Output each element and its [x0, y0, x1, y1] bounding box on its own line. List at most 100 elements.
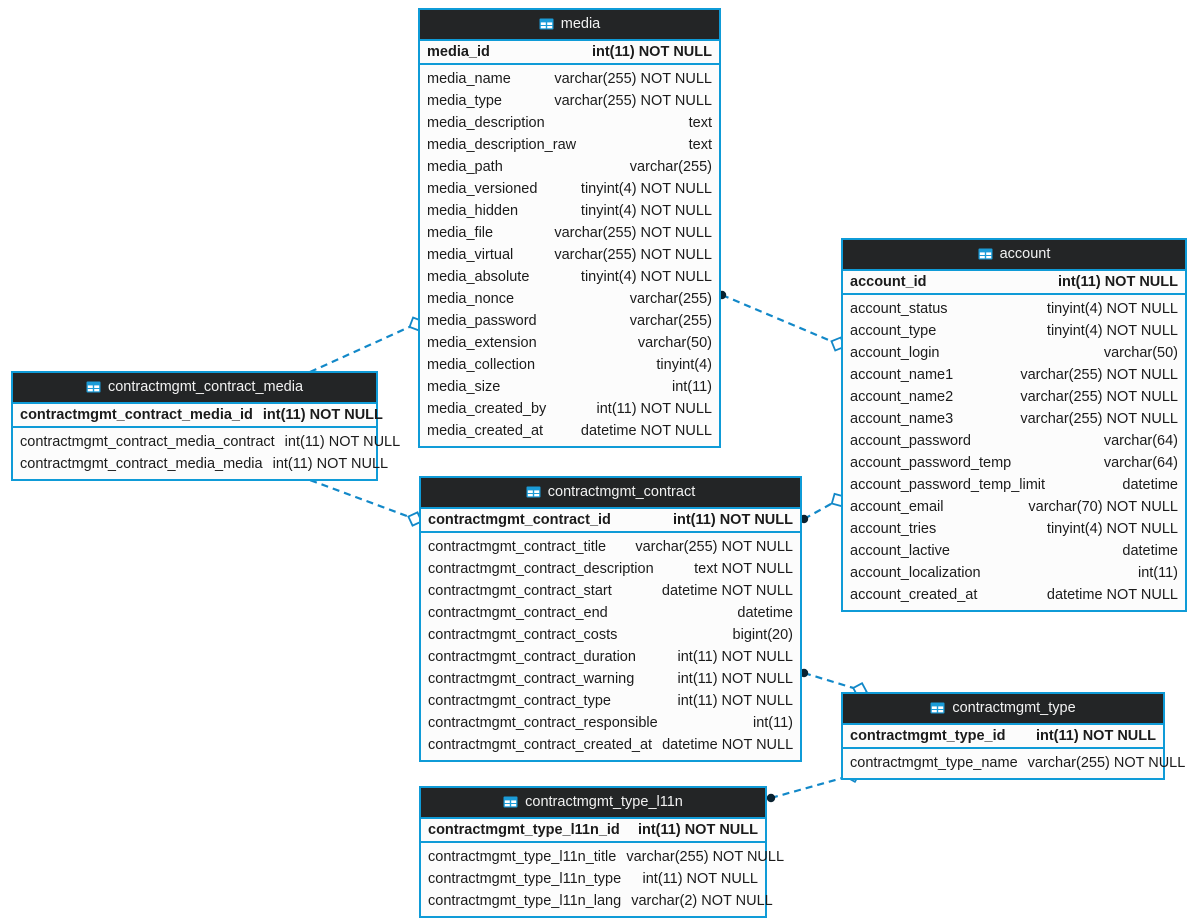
field-name: media_id [427, 44, 490, 60]
field-type: int(11) NOT NULL [596, 401, 713, 417]
field-name: account_name1 [850, 367, 954, 383]
field-name: contractmgmt_contract_duration [428, 649, 636, 665]
field-name: account_name2 [850, 389, 954, 405]
entity-header-account: account [843, 240, 1185, 269]
entity-title: media [560, 16, 601, 32]
field-name: contractmgmt_contract_created_at [428, 737, 653, 753]
entity-contractmgmt-type-l11n[interactable]: contractmgmt_type_l11n contractmgmt_type… [419, 786, 784, 918]
field-name: media_created_at [427, 423, 544, 439]
entity-contractmgmt-type[interactable]: contractmgmt_type contractmgmt_type_id i… [841, 692, 1185, 780]
field-type: tinyint(4) NOT NULL [580, 203, 712, 219]
field-type: datetime NOT NULL [661, 583, 793, 599]
field-type: datetime NOT NULL [1046, 587, 1178, 603]
field-type: tinyint(4) [656, 357, 712, 373]
field-name: contractmgmt_contract_responsible [428, 715, 658, 731]
field-type: bigint(20) [732, 627, 793, 643]
field-type: varchar(255) [629, 159, 712, 175]
field-row: contractmgmt_contract_costs bigint(20) [421, 624, 800, 646]
field-name: account_password [850, 433, 971, 449]
field-type: int(11) [671, 379, 712, 395]
field-name: contractmgmt_contract_media_contract [20, 434, 275, 450]
field-type: varchar(255) [629, 291, 712, 307]
field-type: varchar(64) [1103, 433, 1178, 449]
field-type: varchar(255) NOT NULL [1020, 367, 1178, 383]
primary-key-row: contractmgmt_type_id int(11) NOT NULL [843, 723, 1163, 749]
field-name: media_collection [427, 357, 536, 373]
entity-title: contractmgmt_type_l11n [525, 794, 683, 810]
field-name: contractmgmt_contract_description [428, 561, 654, 577]
field-type: varchar(50) [1103, 345, 1178, 361]
primary-key-row: media_id int(11) NOT NULL [420, 39, 719, 65]
field-row: contractmgmt_contract_media_media int(11)… [13, 453, 388, 475]
table-icon [503, 796, 518, 808]
field-row: account_localization int(11) [843, 562, 1185, 584]
field-name: account_created_at [850, 587, 978, 603]
relationship-media-to-account [717, 290, 846, 352]
field-name: media_hidden [427, 203, 519, 219]
field-type: int(11) NOT NULL [1057, 274, 1178, 290]
field-type: datetime [1122, 543, 1178, 559]
entity-header-contractmgmt-type: contractmgmt_type [843, 694, 1163, 723]
field-name: media_type [427, 93, 502, 109]
field-row: account_password varchar(64) [843, 430, 1185, 452]
field-row: contractmgmt_contract_duration int(11) NO… [421, 646, 800, 668]
field-row: media_type varchar(255) NOT NULL [420, 90, 719, 112]
field-name: contractmgmt_type_l11n_title [428, 849, 617, 865]
field-name: contractmgmt_contract_warning [428, 671, 635, 687]
field-name: contractmgmt_contract_end [428, 605, 608, 621]
table-icon [86, 381, 101, 393]
field-name: media_description [427, 115, 545, 131]
field-type: text [688, 137, 712, 153]
field-type: varchar(70) NOT NULL [1028, 499, 1178, 515]
field-name: media_password [427, 313, 537, 329]
entity-title: contractmgmt_type [952, 700, 1076, 716]
entity-title: contractmgmt_contract_media [107, 379, 304, 395]
field-type: datetime [737, 605, 793, 621]
entity-media[interactable]: media media_id int(11) NOT NULL media_na… [418, 8, 721, 448]
field-name: contractmgmt_type_l11n_lang [428, 893, 622, 909]
primary-key-row: contractmgmt_contract_id int(11) NOT NUL… [421, 507, 800, 533]
entity-contractmgmt-contract-media[interactable]: contractmgmt_contract_media contractmgmt… [11, 371, 400, 481]
field-name: account_localization [850, 565, 981, 581]
field-type: int(11) NOT NULL [272, 456, 389, 472]
field-name: account_password_temp [850, 455, 1012, 471]
field-name: contractmgmt_contract_costs [428, 627, 618, 643]
field-row: media_collection tinyint(4) [420, 354, 719, 376]
field-name: contractmgmt_contract_start [428, 583, 612, 599]
field-name: media_versioned [427, 181, 538, 197]
entity-header-media: media [420, 10, 719, 39]
field-name: media_path [427, 159, 503, 175]
entity-contractmgmt-contract[interactable]: contractmgmt_contract contractmgmt_contr… [419, 476, 802, 762]
field-row: contractmgmt_contract_start datetime NOT … [421, 580, 800, 602]
field-type: varchar(255) NOT NULL [554, 93, 712, 109]
field-name: contractmgmt_contract_media_media [20, 456, 263, 472]
field-type: int(11) NOT NULL [677, 649, 794, 665]
field-type: varchar(64) [1103, 455, 1178, 471]
entity-account[interactable]: account account_id int(11) NOT NULL acco… [841, 238, 1187, 612]
field-name: account_id [850, 274, 927, 290]
field-type: varchar(50) [637, 335, 712, 351]
entity-header-contractmgmt-contract-media: contractmgmt_contract_media [13, 373, 376, 402]
relationship-source-dot [766, 793, 776, 803]
field-type: int(11) NOT NULL [262, 407, 383, 423]
field-type: int(11) [1137, 565, 1178, 581]
